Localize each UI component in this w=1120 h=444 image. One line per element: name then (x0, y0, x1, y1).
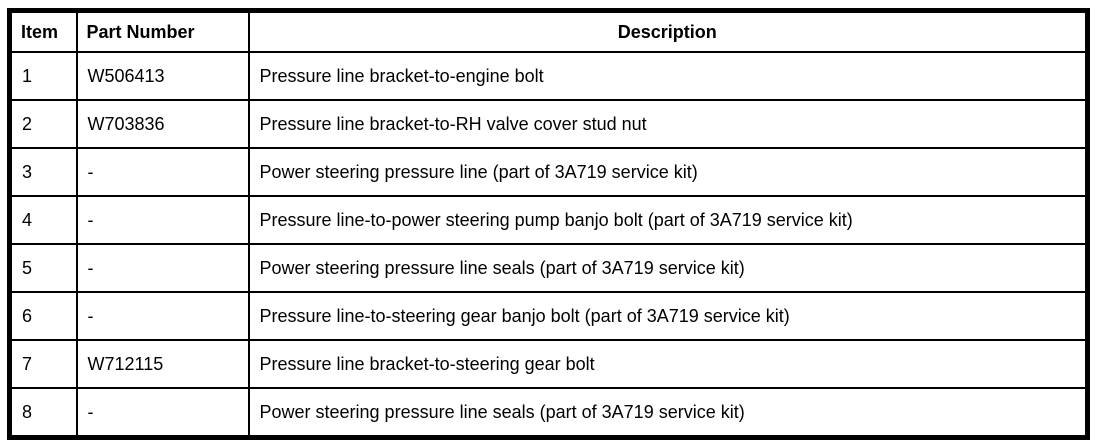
column-header-part-number: Part Number (75, 9, 250, 53)
item-cell: 5 (8, 243, 78, 293)
part-number-cell: - (75, 243, 250, 293)
part-number-cell: W703836 (75, 99, 250, 149)
item-cell: 8 (8, 387, 78, 439)
description-cell: Power steering pressure line seals (part… (247, 387, 1089, 439)
column-header-description: Description (247, 9, 1089, 53)
column-header-item: Item (8, 9, 78, 53)
item-cell: 7 (8, 339, 78, 389)
part-number-cell: W506413 (75, 51, 250, 101)
description-cell: Pressure line-to-steering gear banjo bol… (247, 291, 1089, 341)
table-row: 4-Pressure line-to-power steering pump b… (8, 195, 1089, 245)
item-cell: 2 (8, 99, 78, 149)
description-cell: Pressure line bracket-to-RH valve cover … (247, 99, 1089, 149)
item-cell: 6 (8, 291, 78, 341)
item-cell: 1 (8, 51, 78, 101)
header-row: Item Part Number Description (8, 9, 1089, 53)
part-number-cell: - (75, 195, 250, 245)
description-cell: Power steering pressure line seals (part… (247, 243, 1089, 293)
part-number-cell: - (75, 147, 250, 197)
table-row: 3-Power steering pressure line (part of … (8, 147, 1089, 197)
table-row: 5-Power steering pressure line seals (pa… (8, 243, 1089, 293)
item-cell: 4 (8, 195, 78, 245)
description-cell: Power steering pressure line (part of 3A… (247, 147, 1089, 197)
item-cell: 3 (8, 147, 78, 197)
description-cell: Pressure line-to-power steering pump ban… (247, 195, 1089, 245)
part-number-cell: - (75, 291, 250, 341)
description-cell: Pressure line bracket-to-steering gear b… (247, 339, 1089, 389)
description-cell: Pressure line bracket-to-engine bolt (247, 51, 1089, 101)
part-number-cell: W712115 (75, 339, 250, 389)
part-number-cell: - (75, 387, 250, 439)
table-row: 6-Pressure line-to-steering gear banjo b… (8, 291, 1089, 341)
table-row: 8-Power steering pressure line seals (pa… (8, 387, 1089, 439)
